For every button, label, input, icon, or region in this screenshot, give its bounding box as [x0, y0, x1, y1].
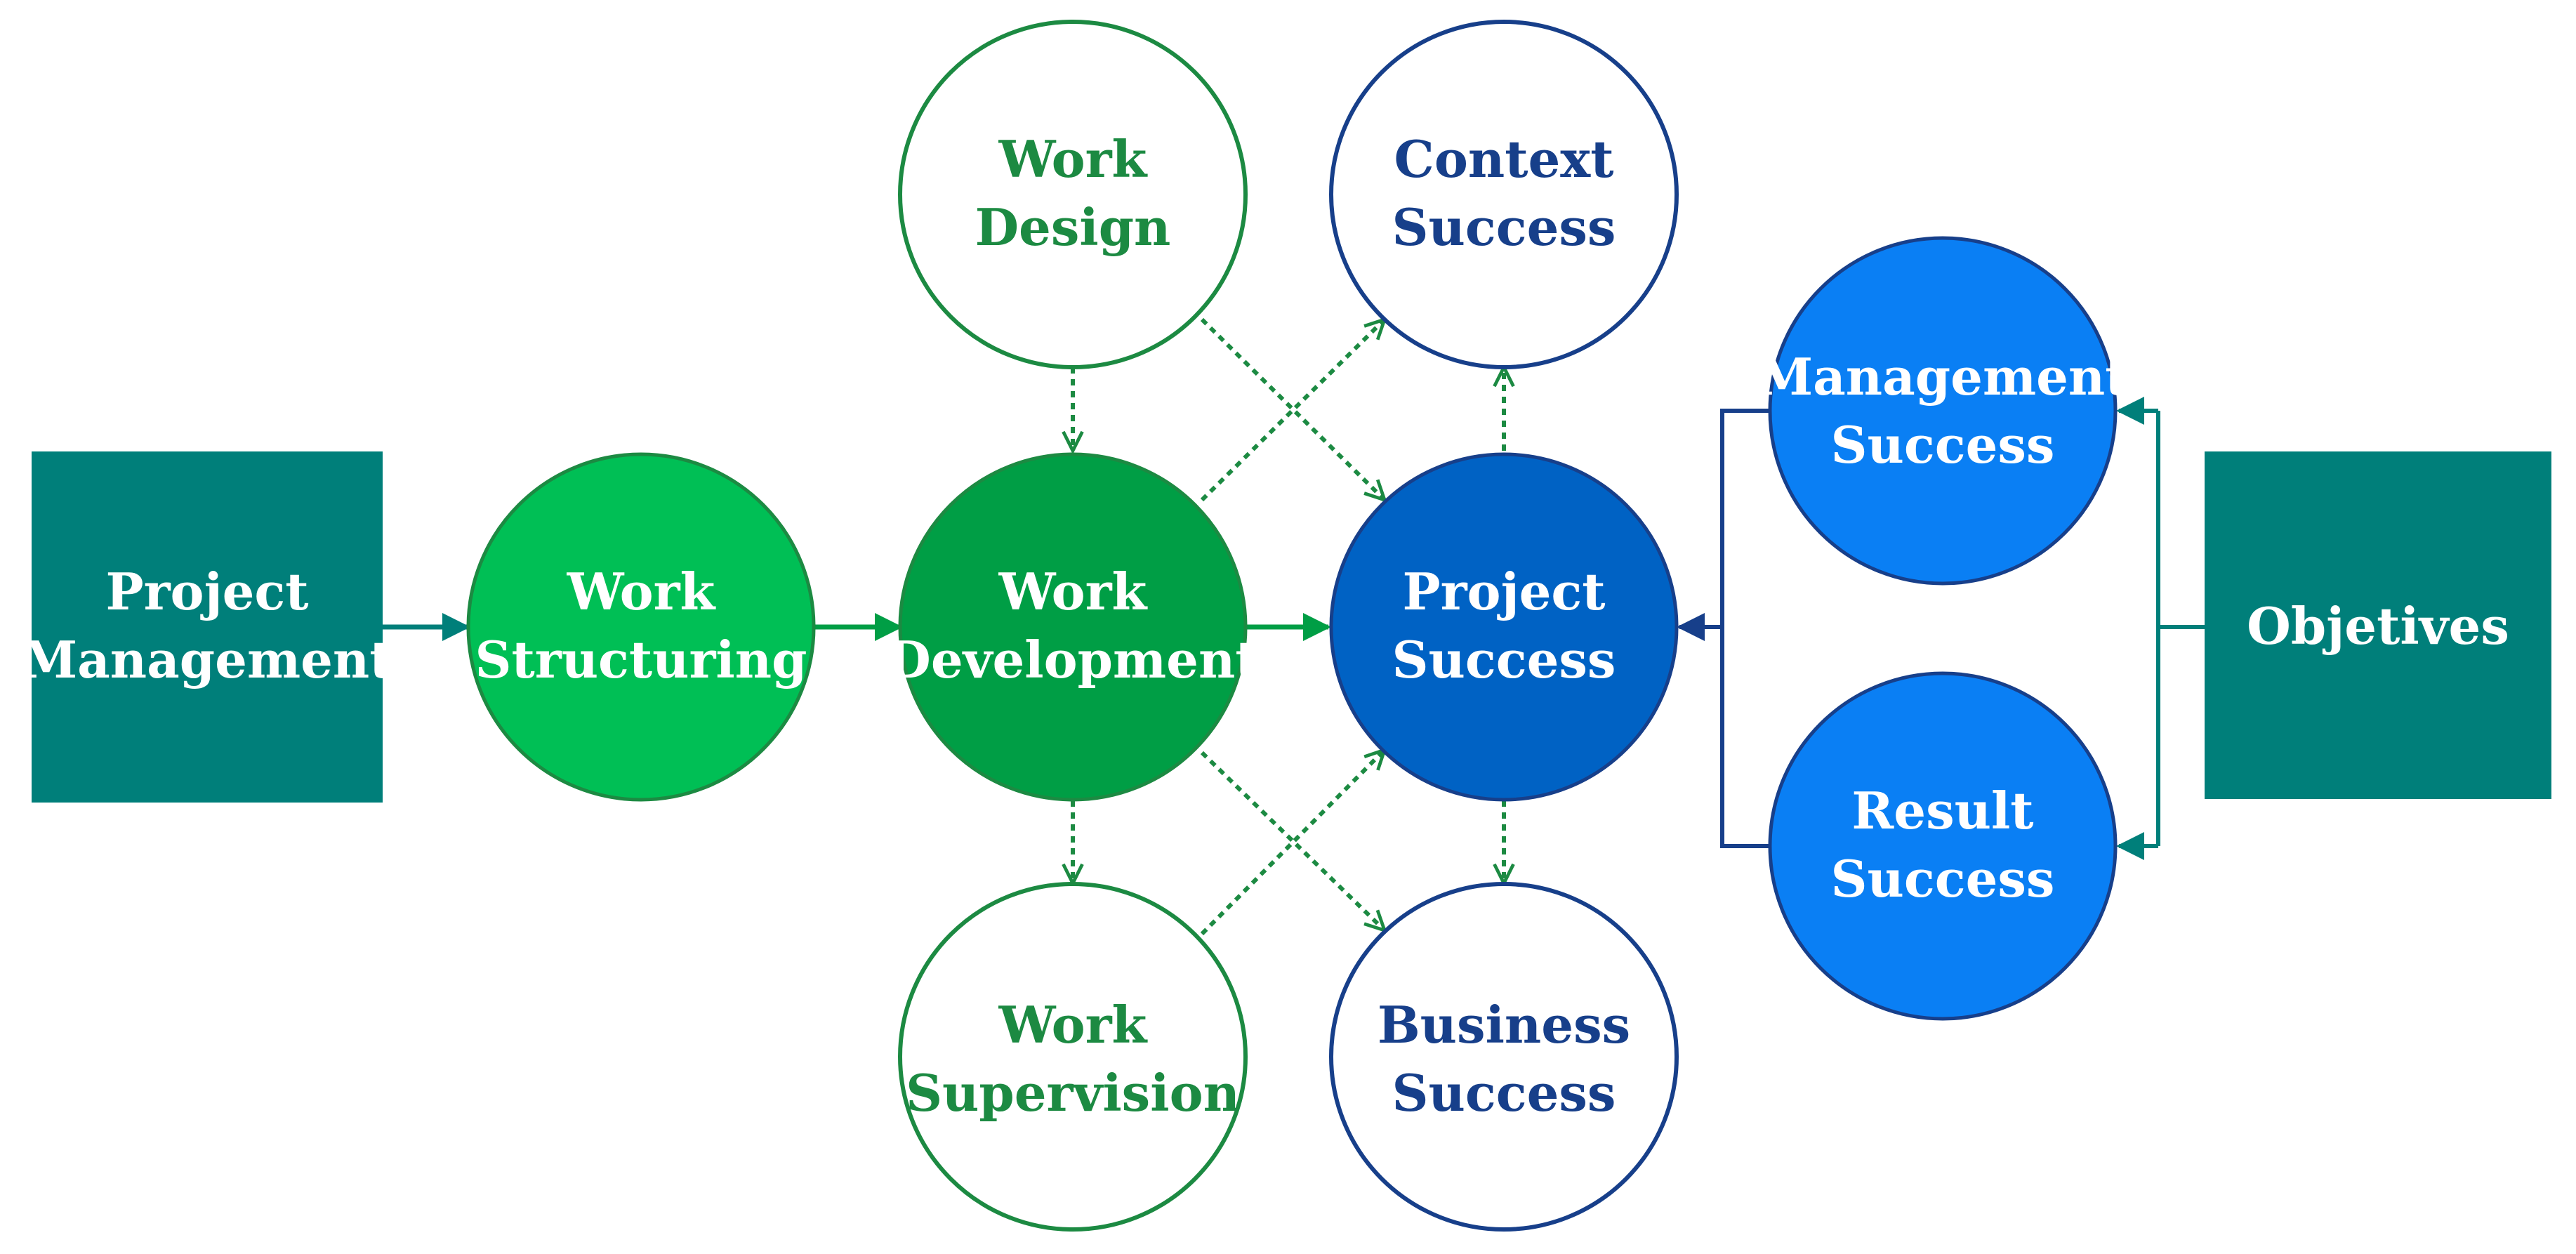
work-supervision-circle: [898, 882, 1248, 1232]
node-work-supervision: Work Supervision: [898, 882, 1248, 1232]
project-success-circle: [1329, 452, 1679, 802]
project-management-label-line2: Management: [21, 630, 392, 689]
result-success-label-line2: Success: [1831, 849, 2055, 909]
node-work-development: Work Development: [887, 452, 1259, 802]
project-success-label-line1: Project: [1402, 562, 1605, 621]
work-structuring-circle: [466, 452, 816, 802]
node-work-design: Work Design: [898, 20, 1248, 369]
node-context-success: Context Success: [1329, 20, 1679, 369]
work-structuring-label-line2: Structuring: [475, 630, 807, 689]
project-management-label-line1: Project: [105, 562, 308, 621]
objetives-label: Objetives: [2247, 596, 2509, 656]
result-success-label-line1: Result: [1851, 781, 2033, 840]
work-supervision-label-line1: Work: [998, 995, 1149, 1055]
work-design-circle: [898, 20, 1248, 369]
work-structuring-label-line1: Work: [567, 562, 717, 621]
work-design-label-line2: Design: [975, 197, 1171, 257]
work-development-label-line1: Work: [998, 562, 1149, 621]
objetives-box: [2205, 451, 2551, 799]
node-project-management: Project Management: [21, 451, 393, 803]
node-project-success: Project Success: [1329, 452, 1679, 802]
business-success-circle: [1329, 882, 1679, 1232]
result-success-circle: [1768, 671, 2118, 1021]
node-result-success: Result Success: [1768, 671, 2118, 1021]
node-management-success: Management Success: [1757, 236, 2129, 586]
arrow-work-supervision-to-project-success: [1200, 750, 1385, 936]
business-success-label-line2: Success: [1392, 1063, 1616, 1123]
connectors: [383, 319, 2205, 936]
context-success-circle: [1329, 20, 1679, 369]
project-management-box: [32, 451, 383, 803]
context-success-label-line2: Success: [1392, 197, 1616, 257]
bracket-success-to-project-success: [1720, 409, 1771, 848]
project-success-label-line2: Success: [1392, 630, 1616, 689]
context-success-label-line1: Context: [1394, 129, 1614, 189]
management-success-label-line2: Success: [1831, 415, 2055, 475]
node-objetives: Objetives: [2205, 451, 2551, 799]
business-success-label-line1: Business: [1378, 995, 1630, 1055]
node-business-success: Business Success: [1329, 882, 1679, 1232]
management-success-label-line1: Management: [1757, 347, 2128, 407]
management-success-circle: [1768, 236, 2118, 586]
work-development-circle: [898, 452, 1248, 802]
work-design-label-line1: Work: [998, 129, 1149, 189]
work-supervision-label-line2: Supervision: [906, 1063, 1240, 1123]
node-work-structuring: Work Structuring: [466, 452, 816, 802]
work-development-label-line2: Development: [887, 630, 1258, 689]
